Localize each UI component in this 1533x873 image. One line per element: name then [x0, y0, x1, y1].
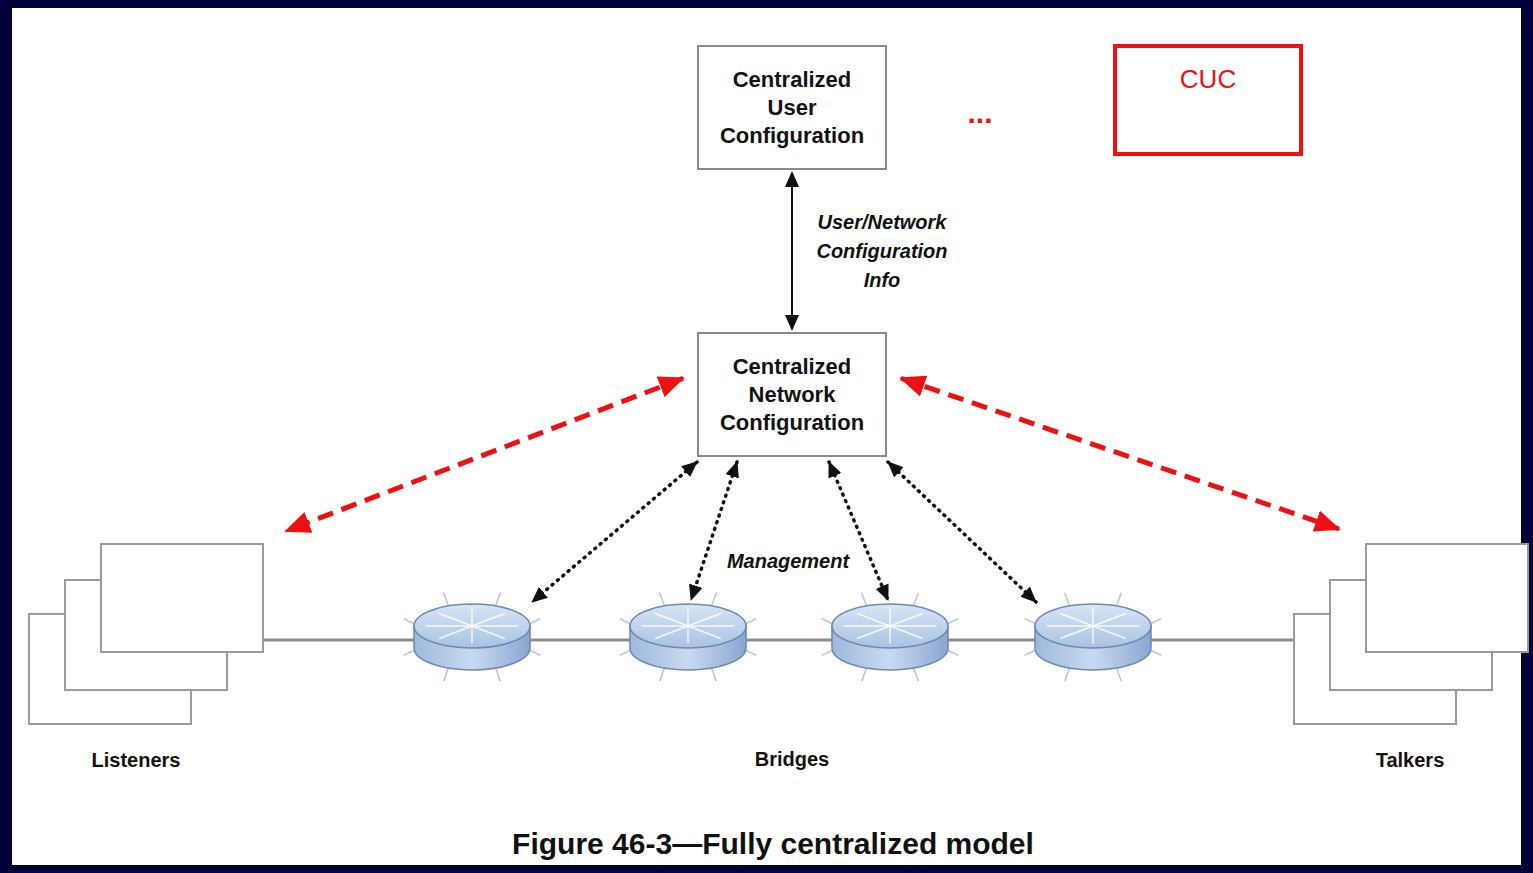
group-label: Bridges — [752, 747, 832, 771]
endpoint-stack: Talkers — [1293, 543, 1525, 723]
box-text: Centralized User Configuration — [717, 66, 867, 150]
config-arrow — [791, 173, 793, 329]
dashed-arrow — [286, 378, 683, 531]
device-box — [1366, 544, 1528, 652]
figure-caption: Figure 46-3—Fully centralized model — [512, 826, 1034, 862]
stacked-boxes — [1293, 543, 1525, 723]
endpoint-label: Talkers — [1376, 748, 1445, 772]
management-arrow — [888, 462, 1036, 602]
bridge-icons — [404, 593, 1162, 682]
stacked-boxes — [28, 543, 264, 723]
dashed-arrow — [901, 378, 1339, 529]
annotation-box: CUC — [1113, 44, 1303, 156]
process-box: Centralized User Configuration — [697, 45, 887, 170]
bridge-icon — [404, 593, 541, 682]
bridge-icon — [620, 593, 757, 682]
process-box: Centralized Network Configuration — [697, 332, 887, 457]
endpoint-stack: Listeners — [28, 543, 264, 723]
box-text: CUC — [1180, 64, 1236, 94]
endpoint-label: Listeners — [92, 748, 181, 772]
link-label: Management — [724, 549, 852, 573]
device-box — [101, 544, 263, 652]
management-arrow — [532, 462, 697, 602]
management-arrow — [691, 462, 737, 600]
ellipsis: ... — [964, 96, 995, 130]
edge-label: User/Network Configuration Info — [802, 208, 962, 295]
bridge-icon — [822, 593, 959, 682]
management-arrows — [532, 462, 1036, 602]
bridge-icon — [1025, 593, 1162, 682]
management-arrow — [829, 462, 888, 600]
box-text: Centralized Network Configuration — [717, 353, 867, 437]
